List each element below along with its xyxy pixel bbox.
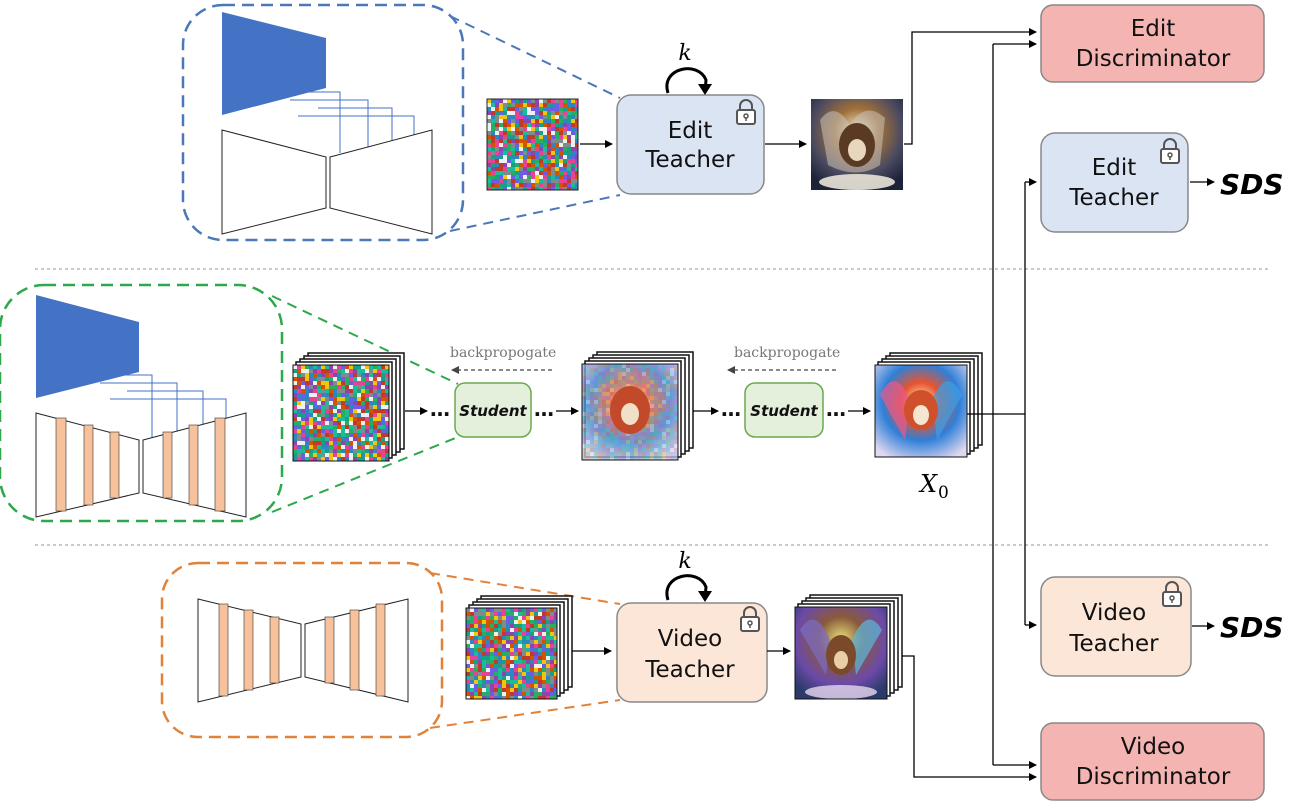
video-teacher-right-line2: Teacher xyxy=(1068,631,1159,657)
video-unet-zoom xyxy=(160,561,621,739)
sds-label-top: SDS xyxy=(1220,168,1284,201)
edit-teacher-top: Edit Teacher xyxy=(616,94,765,195)
edit-discriminator: Edit Discriminator xyxy=(1040,4,1265,83)
dots-4: … xyxy=(826,397,846,421)
dog-image-top xyxy=(811,99,903,190)
student-label-2: Student xyxy=(750,402,818,420)
edit-unet-zoom xyxy=(181,3,621,242)
dog-stack-output xyxy=(874,352,983,458)
sds-label-bottom: SDS xyxy=(1220,611,1284,644)
x0-subscript: 0 xyxy=(938,483,949,503)
video-teacher-bottom-line2: Teacher xyxy=(644,657,735,683)
loop-arrow-icon xyxy=(665,67,712,95)
dots-2: … xyxy=(534,397,554,421)
edit-teacher-top-line2: Teacher xyxy=(644,147,735,173)
backprop-label-2: backpropogate xyxy=(734,345,840,361)
student-node-2: Student xyxy=(744,382,824,438)
dog-stack-middle xyxy=(581,351,694,461)
video-teacher-bottom: Video Teacher xyxy=(616,602,768,703)
edit-discriminator-line2: Discriminator xyxy=(1076,46,1231,72)
student-unet-zoom xyxy=(0,283,459,523)
backprop-label-1: backpropogate xyxy=(450,345,556,361)
video-teacher-bottom-line1: Video xyxy=(658,626,722,652)
loop-label-top: k xyxy=(678,41,691,66)
video-discriminator-line1: Video xyxy=(1121,734,1185,760)
video-discriminator-line2: Discriminator xyxy=(1076,764,1231,790)
edit-discriminator-line1: Edit xyxy=(1131,16,1176,42)
video-discriminator: Video Discriminator xyxy=(1040,722,1265,801)
noise-image-top xyxy=(486,98,579,191)
loop-arrow-icon xyxy=(665,574,712,602)
student-node-1: Student xyxy=(454,382,532,438)
video-teacher-right: Video Teacher xyxy=(1040,576,1192,677)
x0-label: X xyxy=(918,470,938,498)
edit-teacher-right-line2: Teacher xyxy=(1068,185,1159,211)
loop-label-bottom: k xyxy=(678,549,691,574)
noise-stack-bottom xyxy=(465,595,573,700)
dots-1: … xyxy=(430,397,450,421)
edit-teacher-right: Edit Teacher xyxy=(1040,132,1189,233)
video-teacher-right-line1: Video xyxy=(1082,600,1146,626)
dots-3: … xyxy=(721,397,741,421)
dog-stack-bottom xyxy=(794,594,903,700)
edit-teacher-top-line1: Edit xyxy=(668,118,713,144)
student-label-1: Student xyxy=(459,402,527,420)
connectors xyxy=(902,28,1037,781)
noise-stack-middle xyxy=(292,352,405,462)
edit-teacher-right-line1: Edit xyxy=(1092,155,1137,181)
